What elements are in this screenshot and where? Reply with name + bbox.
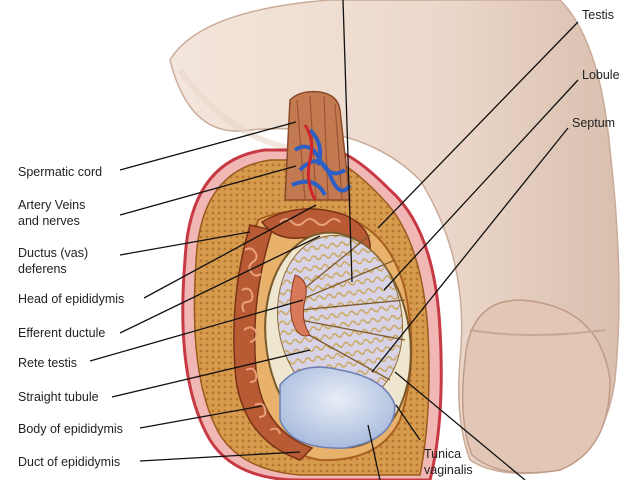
- artery: [303, 124, 317, 201]
- glans: [461, 299, 611, 474]
- label-body-epididymis: Body of epididymis: [18, 422, 123, 436]
- epididymis: [233, 224, 314, 461]
- cavity-fluid: [279, 366, 396, 449]
- label-spermatic-cord: Spermatic cord: [18, 165, 103, 179]
- label-lobule: Lobule: [582, 68, 620, 82]
- label-ductus-2: deferens: [18, 262, 67, 276]
- leader-lines: [89, 0, 579, 480]
- label-duct-epididymis: Duct of epididymis: [18, 455, 121, 469]
- label-efferent-ductule: Efferent ductule: [18, 326, 106, 340]
- label-septum: Septum: [572, 116, 616, 130]
- label-ductus-1: Ductus (vas): [18, 246, 89, 260]
- label-rete-testis: Rete testis: [18, 356, 78, 370]
- veins: [291, 128, 352, 196]
- label-artery-veins-1: Artery Veins: [18, 198, 86, 212]
- label-head-epididymis: Head of epididymis: [18, 292, 125, 306]
- label-testis: Testis: [582, 8, 614, 22]
- label-artery-veins-2: and nerves: [18, 214, 80, 228]
- label-tunica-2: vaginalis: [424, 463, 473, 477]
- label-straight-tubule: Straight tubule: [18, 390, 99, 404]
- label-tunica-1: Tunica: [424, 447, 462, 461]
- rete-testis: [290, 274, 311, 337]
